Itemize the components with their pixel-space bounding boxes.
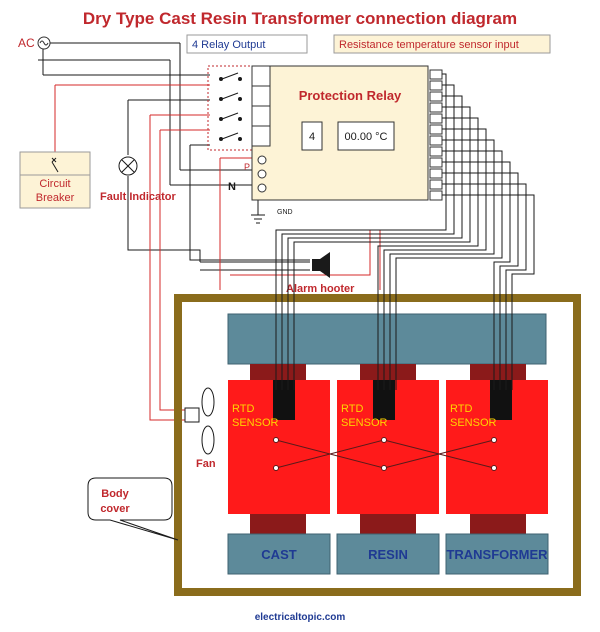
sensor-wire [442, 172, 519, 390]
sensor-terminal [429, 157, 443, 168]
sensor-input-label: Resistance temperature sensor input [339, 39, 519, 51]
base-block [336, 533, 440, 575]
sensor-wire [442, 194, 535, 390]
rtd-sensor-probe [273, 380, 295, 420]
fan-label: Fan [196, 458, 216, 470]
sensor-wire [395, 150, 503, 390]
n-terminal-label: N [228, 181, 236, 193]
body-cover-label-2: cover [100, 503, 130, 515]
delta-connections [275, 439, 495, 469]
connection-points [273, 437, 497, 471]
sensor-terminal-strip [429, 69, 443, 201]
sensor-terminal [429, 113, 443, 124]
sensor-wire [275, 73, 447, 390]
base-label: RESIN [368, 547, 408, 562]
base-label: TRANSFORMER [446, 547, 548, 562]
sensor-wire [383, 128, 487, 390]
sensor-wire [281, 84, 455, 390]
sensor-wire [287, 95, 463, 390]
fault-indicator-lamp-icon [118, 156, 138, 176]
relay-output-box [186, 34, 308, 54]
relay-title: Protection Relay [299, 88, 402, 103]
circuit-breaker-label-2: Breaker [36, 192, 75, 204]
rtd-label-line-2: SENSOR [232, 417, 279, 429]
temperature-value: 00.00 °C [345, 131, 388, 143]
sensor-terminal [429, 168, 443, 179]
relay-switch-block [207, 65, 253, 151]
body-cover-label-1: Body [101, 488, 129, 500]
sensor-input-box [333, 34, 551, 54]
sensor-wires [275, 73, 535, 390]
channel-display [301, 121, 323, 151]
sensor-terminal [429, 124, 443, 135]
relay-output-label: 4 Relay Output [192, 39, 265, 51]
rtd-label-line-1: RTD [450, 403, 472, 415]
rtd-label-line-2: SENSOR [341, 417, 388, 429]
p-terminal-label: P [244, 162, 250, 172]
sensor-wire [293, 106, 471, 390]
fan-icon [184, 387, 215, 455]
footer-source: electricaltopic.com [255, 612, 346, 623]
breaker-switch-icon [51, 157, 59, 173]
ac-label: AC [18, 36, 35, 50]
alarm-hooter-label: Alarm hooter [286, 283, 355, 295]
rtd-label-line-2: SENSOR [450, 417, 497, 429]
sensor-wire [442, 183, 527, 390]
base-block [445, 533, 549, 575]
sensor-terminal [429, 146, 443, 157]
base-block [227, 533, 331, 575]
fault-indicator-label: Fault Indicator [100, 191, 177, 203]
diagram-title: Dry Type Cast Resin Transformer connecti… [83, 9, 517, 28]
sensor-terminal [429, 190, 443, 201]
ac-wiring [38, 42, 381, 421]
sensor-terminal [429, 102, 443, 113]
top-yoke [227, 313, 547, 365]
body-cover-callout [87, 477, 179, 541]
sensor-terminal [429, 80, 443, 91]
rtd-label-line-1: RTD [341, 403, 363, 415]
rtd-sensor-probe [490, 380, 512, 420]
sensor-terminal [429, 91, 443, 102]
relay-switches [219, 72, 242, 141]
sensor-terminal [429, 179, 443, 190]
alarm-hooter-icon [312, 252, 330, 278]
temperature-display [337, 121, 395, 151]
transformer-column-transformer: RTD SENSOR TRANSFORMER [445, 364, 549, 575]
transformer-column-resin: RTD SENSOR RESIN [336, 364, 440, 575]
rtd-label-line-1: RTD [232, 403, 254, 415]
sensor-wire [389, 139, 495, 390]
base-label: CAST [261, 547, 296, 562]
ac-source-icon [37, 36, 51, 50]
gnd-label: GND [277, 209, 293, 216]
sensor-terminal [429, 135, 443, 146]
channel-value: 4 [309, 131, 315, 143]
relay-terminal-left [251, 65, 271, 193]
circuit-breaker-label-1: Circuit [39, 178, 70, 190]
transformer-column-cast: RTD SENSOR CAST [227, 364, 331, 575]
sensor-terminal [429, 69, 443, 80]
sensor-wire [377, 117, 479, 390]
sensor-wire [442, 161, 511, 390]
